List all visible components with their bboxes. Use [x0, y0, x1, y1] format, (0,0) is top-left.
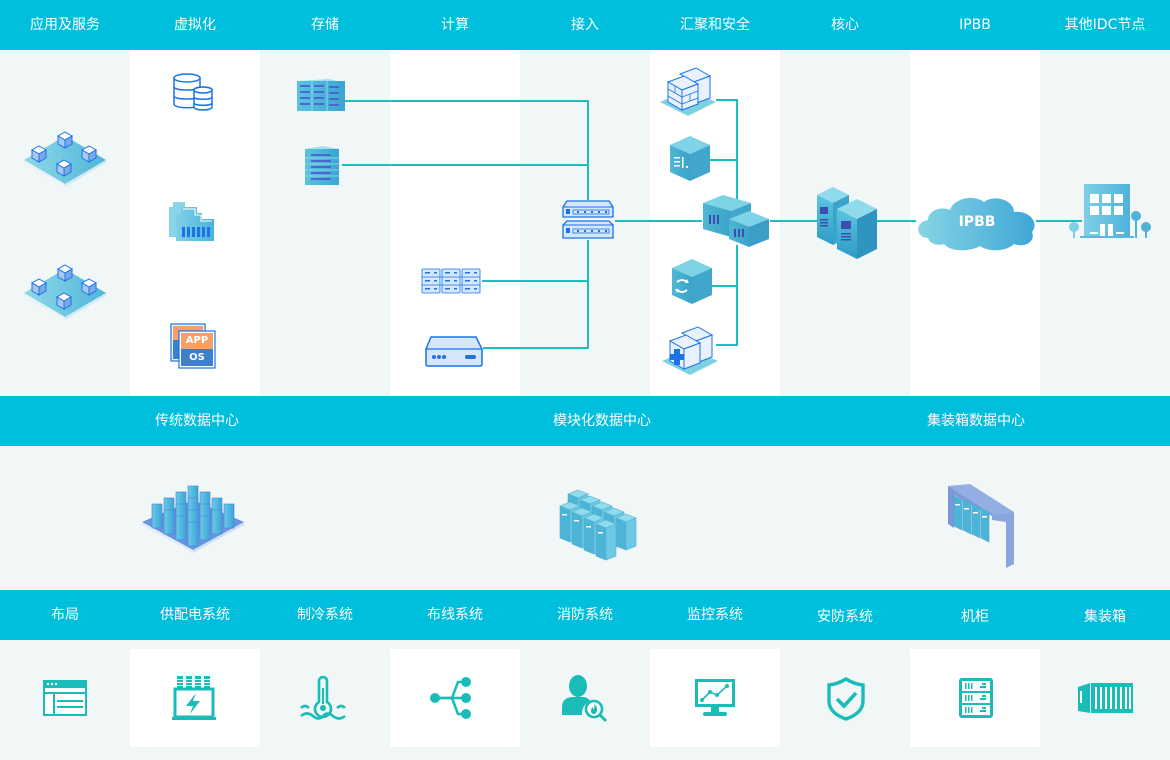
header-ipbb: IPBB [959, 17, 991, 33]
infra-cell-cabling [390, 649, 520, 747]
datacenter-types-bar: 传统数据中心 模块化数据中心 集装箱数据中心 [0, 396, 1170, 446]
cabling-icon [430, 677, 471, 719]
link-firewall-bus [716, 99, 738, 200]
app-cluster-icon [24, 131, 106, 187]
label-container-datacenter: 集装箱数据中心 [927, 413, 1025, 429]
aggregation-switch-icon [703, 195, 769, 247]
infra-cell-fire-protection [520, 649, 650, 747]
layout-icon [43, 680, 87, 716]
infra-cell-power-supply [130, 649, 260, 747]
storage-server-icon [305, 146, 339, 185]
network-port-icon [169, 202, 214, 241]
core-server-icon [817, 187, 877, 259]
app-cluster-icon [24, 264, 106, 320]
container-datacenter-icon [948, 484, 1014, 568]
rack-cabinet-icon [959, 678, 993, 718]
traditional-datacenter-icon [142, 485, 244, 553]
load-balancer-icon [670, 136, 710, 181]
architecture-header-bar: 应用及服务 虚拟化 存储 计算 接入 汇聚和安全 核心 IPBB 其他IDC节点 [0, 0, 1170, 50]
power-supply-icon [172, 676, 216, 720]
label-modular-datacenter: 模块化数据中心 [553, 413, 651, 429]
network-appliance-icon [425, 336, 483, 367]
sync-device-icon [672, 259, 712, 304]
label-rack-cabinet: 机柜 [961, 609, 989, 625]
storage-array-icon [297, 79, 345, 111]
security-shield-icon [827, 676, 865, 721]
header-virtualization: 虚拟化 [174, 17, 216, 33]
header-other-idc: 其他IDC节点 [1064, 17, 1146, 33]
header-aggregation-security: 汇聚和安全 [680, 17, 750, 33]
blade-server-icon [421, 268, 481, 294]
security-firewall-icon [662, 326, 718, 375]
label-cooling: 制冷系统 [297, 607, 353, 623]
label-security: 安防系统 [817, 609, 873, 625]
infra-cell-container [1040, 649, 1170, 747]
building-icon [1069, 184, 1151, 238]
database-icon [173, 73, 213, 111]
label-power-supply: 供配电系统 [160, 607, 230, 623]
label-traditional-datacenter: 传统数据中心 [155, 413, 239, 429]
infra-cell-security [780, 649, 910, 747]
app-badge-label: APP [185, 335, 209, 346]
app-os-icon: APP OS [170, 323, 216, 369]
header-compute: 计算 [441, 17, 469, 33]
ipbb-cloud: IPBB [914, 192, 1040, 252]
label-monitoring: 监控系统 [687, 607, 743, 623]
header-core: 核心 [831, 17, 859, 33]
infra-cell-cooling [260, 649, 390, 747]
label-container: 集装箱 [1084, 609, 1126, 625]
app-os-stack-icon [170, 323, 216, 369]
os-badge-label: OS [189, 352, 205, 363]
firewall-icon [660, 67, 716, 116]
fire-protection-icon [562, 675, 608, 723]
monitoring-icon [695, 679, 735, 716]
label-layout: 布局 [51, 607, 79, 623]
label-cabling: 布线系统 [427, 607, 483, 623]
header-applications-services: 应用及服务 [30, 17, 100, 33]
cloud-icon [918, 197, 1035, 251]
link-appliance-switch [483, 240, 589, 349]
infra-cell-layout [0, 649, 130, 747]
connection-lines [213, 94, 1082, 350]
container-icon [1078, 683, 1133, 713]
infra-cell-monitoring [650, 649, 780, 747]
ipbb-cloud-label: IPBB [958, 214, 996, 230]
infrastructure-bar: 布局 供配电系统 制冷系统 布线系统 消防系统 监控系统 安防系统 机柜 集装箱 [0, 590, 1170, 640]
cooling-icon [300, 675, 346, 720]
infra-cell-rack-cabinet [910, 649, 1040, 747]
link-secfw-bus [716, 245, 738, 346]
header-access: 接入 [571, 17, 599, 33]
header-storage: 存储 [311, 17, 339, 33]
modular-datacenter-icon [559, 489, 637, 561]
access-switch-icon [562, 200, 614, 239]
link-storage-array-switch [345, 100, 589, 200]
label-fire-protection: 消防系统 [557, 607, 613, 623]
